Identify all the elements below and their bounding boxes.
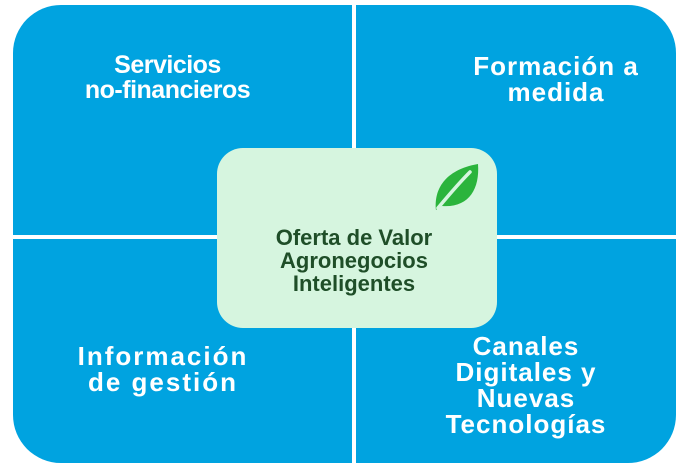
quadrant-label-line: de gestión (87, 367, 238, 397)
quadrant-label: Información de gestión (43, 343, 283, 395)
quadrant-label: Formación a medida (406, 53, 680, 105)
quadrant-label: Servicios no-financieros (13, 53, 322, 103)
center-title-line: Agronegocios (280, 248, 428, 274)
center-title: Oferta de Valor Agronegocios Inteligente… (217, 226, 491, 295)
quadrant-label-line: Canales (472, 331, 580, 361)
quadrant-label-line: no-financieros (84, 76, 251, 104)
leaf-icon (435, 164, 479, 210)
center-title-line: Oferta de Valor (275, 225, 433, 250)
quadrant-label: Canales Digitales y Nuevas Tecnologías (396, 333, 656, 437)
quadrant-label-line: Digitales y (455, 357, 597, 387)
quadrant-label-line: Información (77, 341, 249, 371)
center-value-offer-box: Oferta de Valor Agronegocios Inteligente… (217, 148, 497, 328)
quadrant-label-line: Nuevas (476, 383, 576, 413)
quadrant-servicios-no-financieros: Servicios no-financieros (13, 5, 352, 235)
quadrant-label-line: Tecnologías (445, 409, 607, 439)
center-title-line: Inteligentes (292, 271, 416, 297)
quadrant-label-line: medida (507, 77, 605, 107)
quadrant-label-line: Servicios (114, 51, 221, 79)
quadrant-label-line: Formación a (473, 51, 639, 81)
